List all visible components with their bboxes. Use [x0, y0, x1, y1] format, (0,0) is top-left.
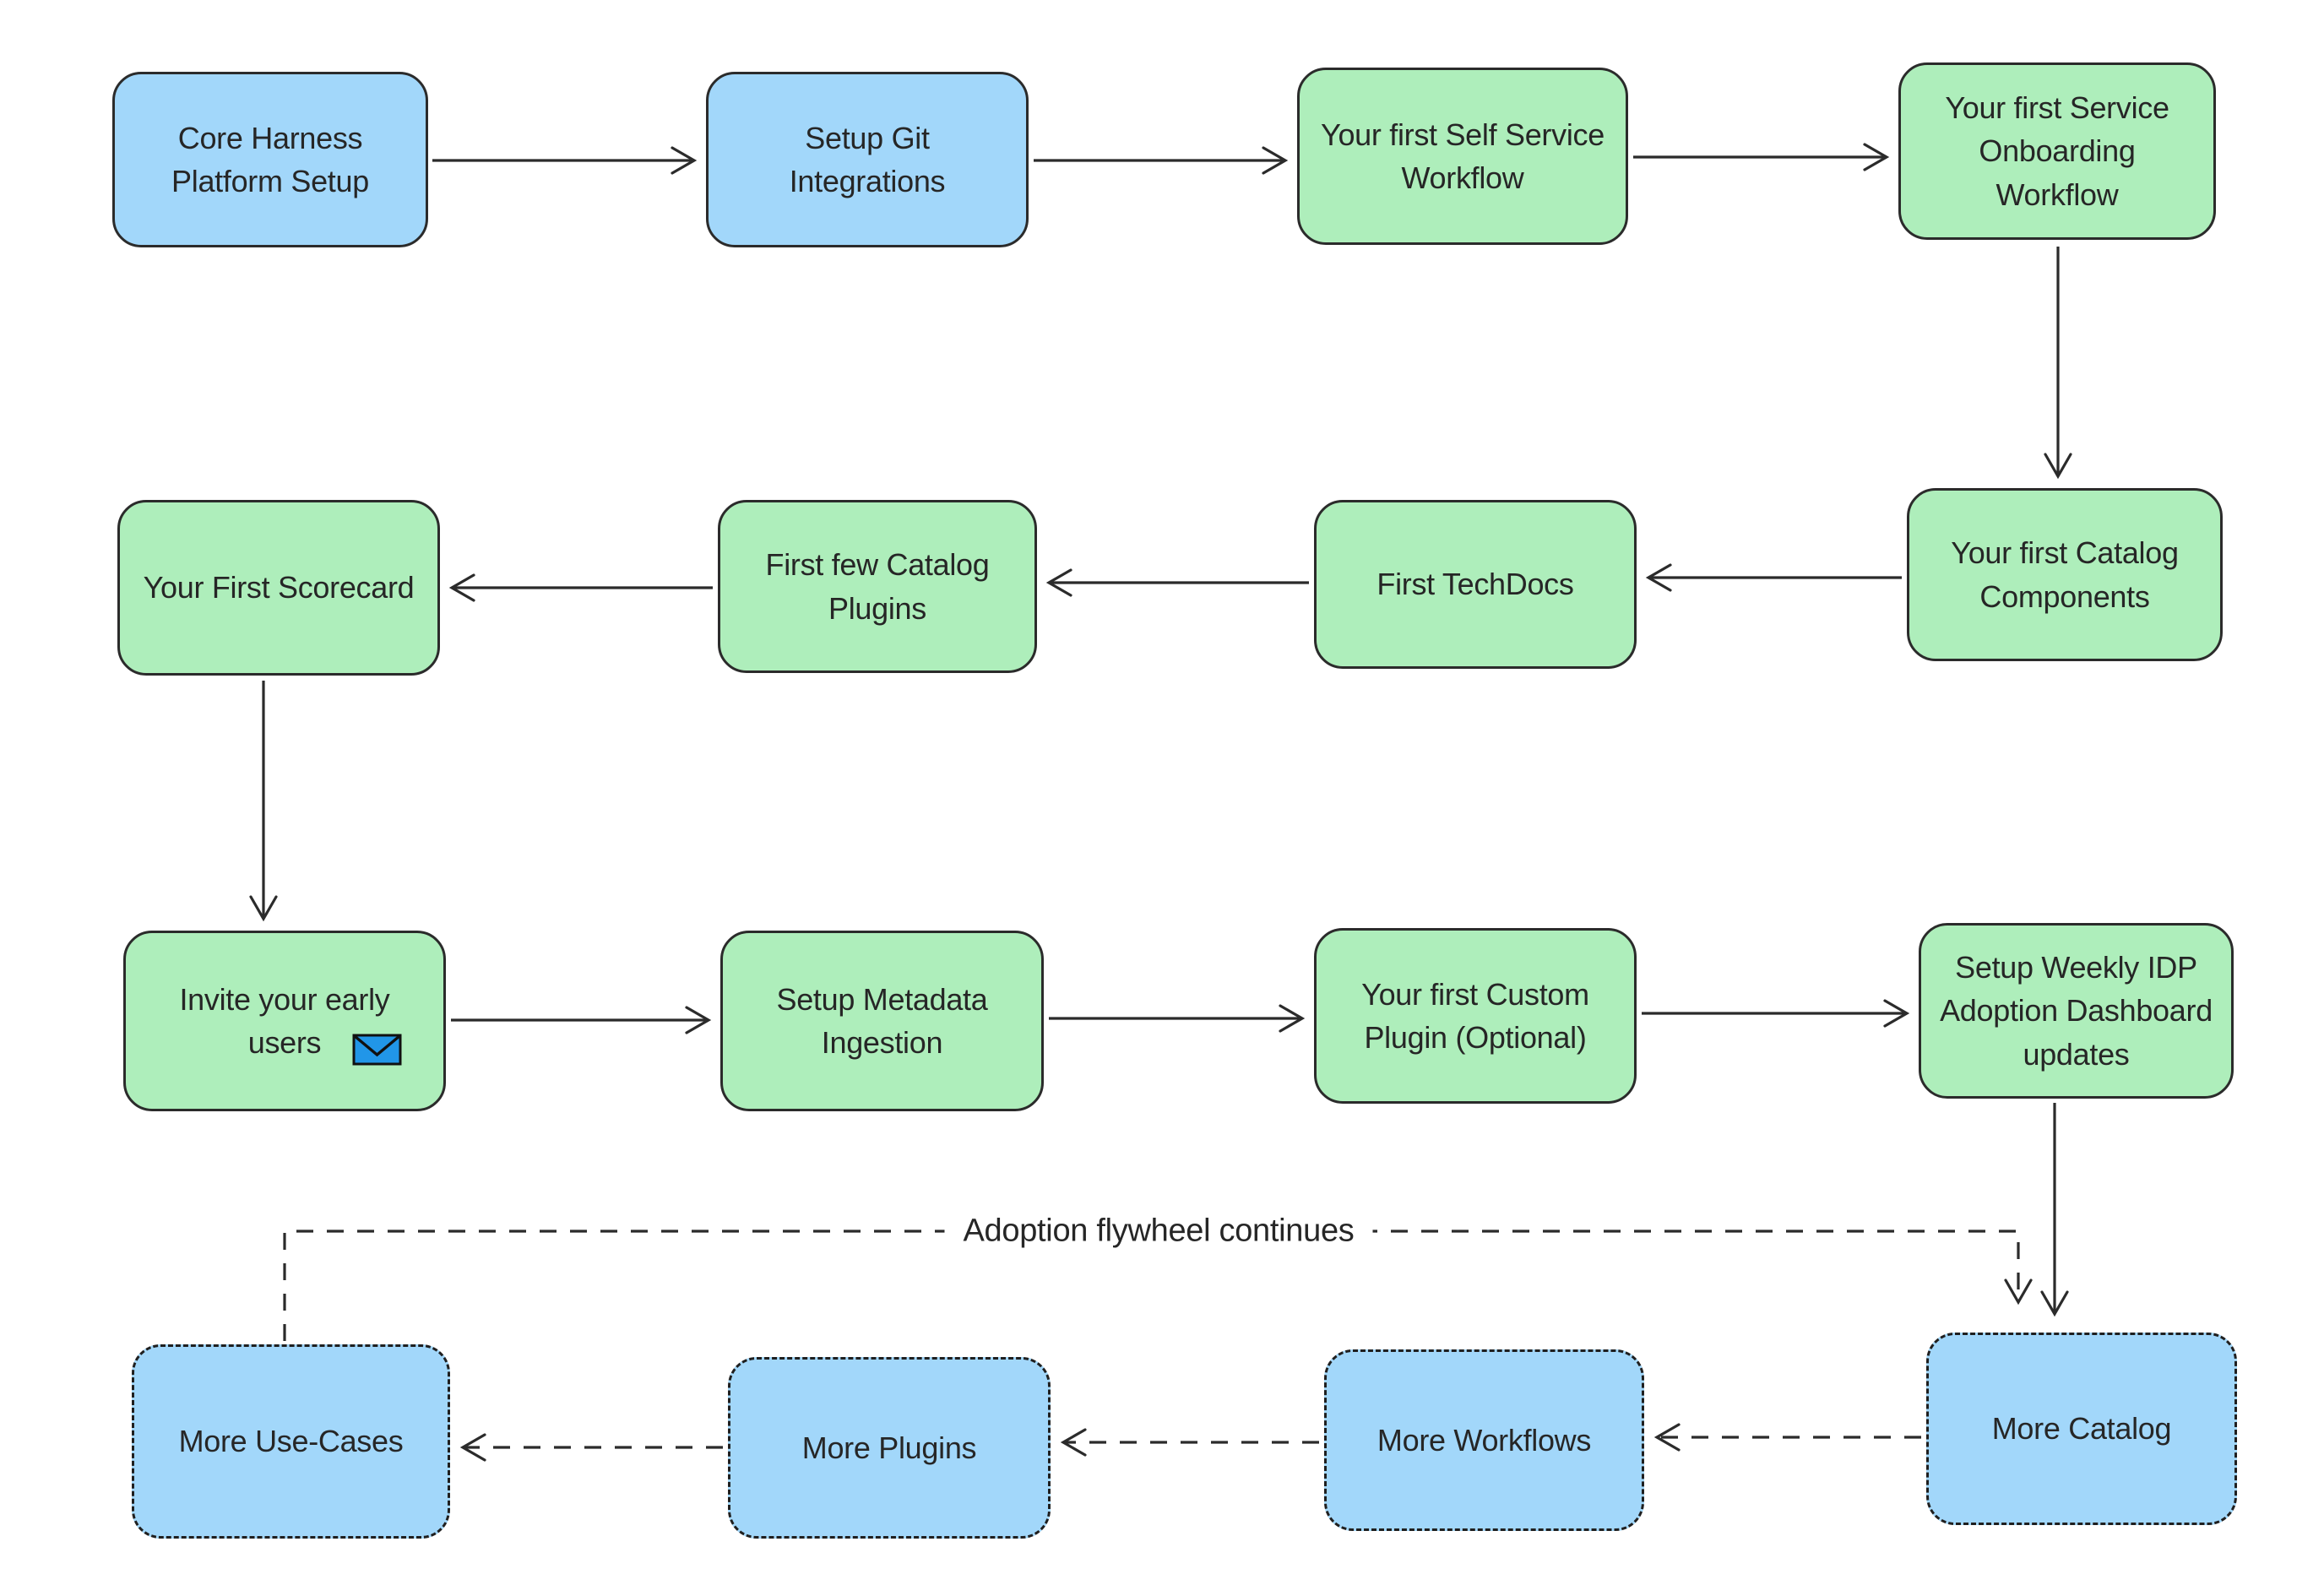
- node-setup-metadata-ingestion: Setup Metadata Ingestion: [720, 931, 1044, 1111]
- node-more-use-cases: More Use-Cases: [132, 1344, 450, 1539]
- node-first-few-catalog-plugins: First few Catalog Plugins: [718, 500, 1037, 673]
- node-first-service-onboarding-workflow: Your first Service Onboarding Workflow: [1898, 62, 2216, 240]
- node-weekly-idp-adoption-dashboard: Setup Weekly IDP Adoption Dashboard upda…: [1919, 923, 2234, 1099]
- node-first-scorecard: Your First Scorecard: [117, 500, 440, 676]
- node-first-self-service-workflow: Your first Self Service Workflow: [1297, 68, 1628, 245]
- node-setup-git-integrations: Setup Git Integrations: [706, 72, 1029, 247]
- node-first-catalog-components: Your first Catalog Components: [1907, 488, 2223, 661]
- envelope-icon: [352, 1034, 402, 1066]
- node-invite-early-users: Invite your early users: [123, 931, 446, 1111]
- node-first-techdocs: First TechDocs: [1314, 500, 1637, 669]
- node-more-plugins: More Plugins: [728, 1357, 1051, 1539]
- node-core-harness-platform-setup: Core Harness Platform Setup: [112, 72, 428, 247]
- node-invite-early-users-label: Invite your early users: [179, 981, 390, 1060]
- flywheel-annotation: Adoption flywheel continues: [944, 1211, 1373, 1251]
- node-more-catalog: More Catalog: [1926, 1333, 2237, 1525]
- node-first-custom-plugin: Your first Custom Plugin (Optional): [1314, 928, 1637, 1104]
- node-more-workflows: More Workflows: [1324, 1349, 1644, 1531]
